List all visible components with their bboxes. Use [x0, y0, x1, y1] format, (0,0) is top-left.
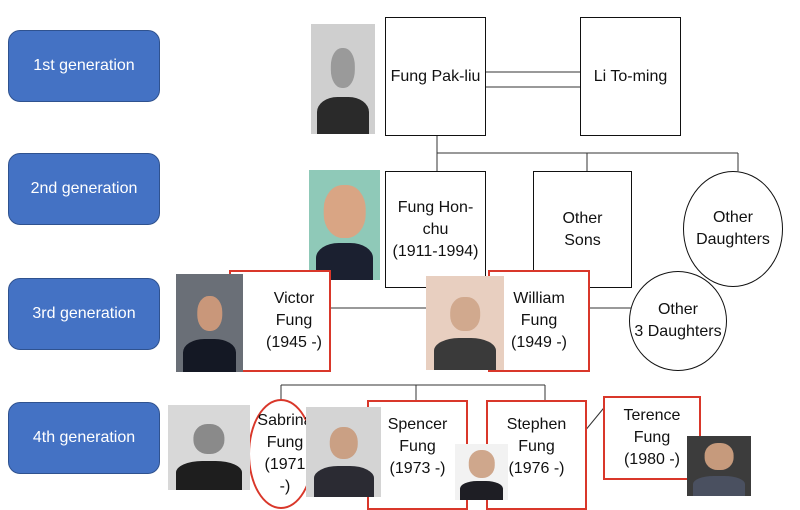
generation-label-2: 2nd generation	[8, 153, 160, 225]
person-label: Sabrina Fung (1971 -)	[257, 412, 313, 495]
person-victor-fung: Victor Fung (1945 -)	[229, 270, 331, 372]
photo-fung-pak-liu	[311, 24, 375, 134]
photo-spencer-fung	[306, 407, 381, 497]
generation-label-3: 3rd generation	[8, 278, 160, 350]
person-label: Terence Fung (1980 -)	[623, 407, 681, 468]
person-li-to-ming: Li To-ming	[580, 17, 681, 136]
person-other-sons: Other Sons	[533, 171, 632, 288]
person-fung-hon-chu: Fung Hon- chu (1911-1994)	[385, 171, 486, 288]
photo-victor-fung	[176, 274, 243, 372]
photo-terence-fung	[687, 436, 751, 496]
person-label: William Fung (1949 -)	[510, 290, 568, 351]
person-label: Victor Fung (1945 -)	[265, 290, 323, 351]
person-other-daughters: Other Daughters	[683, 171, 783, 287]
person-fung-pak-liu: Fung Pak-liu	[385, 17, 486, 136]
person-terence-fung: Terence Fung (1980 -)	[603, 396, 701, 480]
photo-stephen-fung	[455, 444, 508, 500]
generation-label-1: 1st generation	[8, 30, 160, 102]
person-label: Spencer Fung (1973 -)	[387, 416, 448, 477]
generation-label-4: 4th generation	[8, 402, 160, 474]
person-other-3-daughters: Other 3 Daughters	[629, 271, 727, 371]
person-sabrina-fung: Sabrina Fung (1971 -)	[248, 399, 314, 509]
photo-fung-hon-chu	[309, 170, 380, 280]
person-spencer-fung: Spencer Fung (1973 -)	[367, 400, 468, 510]
photo-william-fung	[426, 276, 504, 370]
person-label: Stephen Fung (1976 -)	[506, 416, 567, 477]
photo-sabrina-fung	[168, 405, 250, 490]
